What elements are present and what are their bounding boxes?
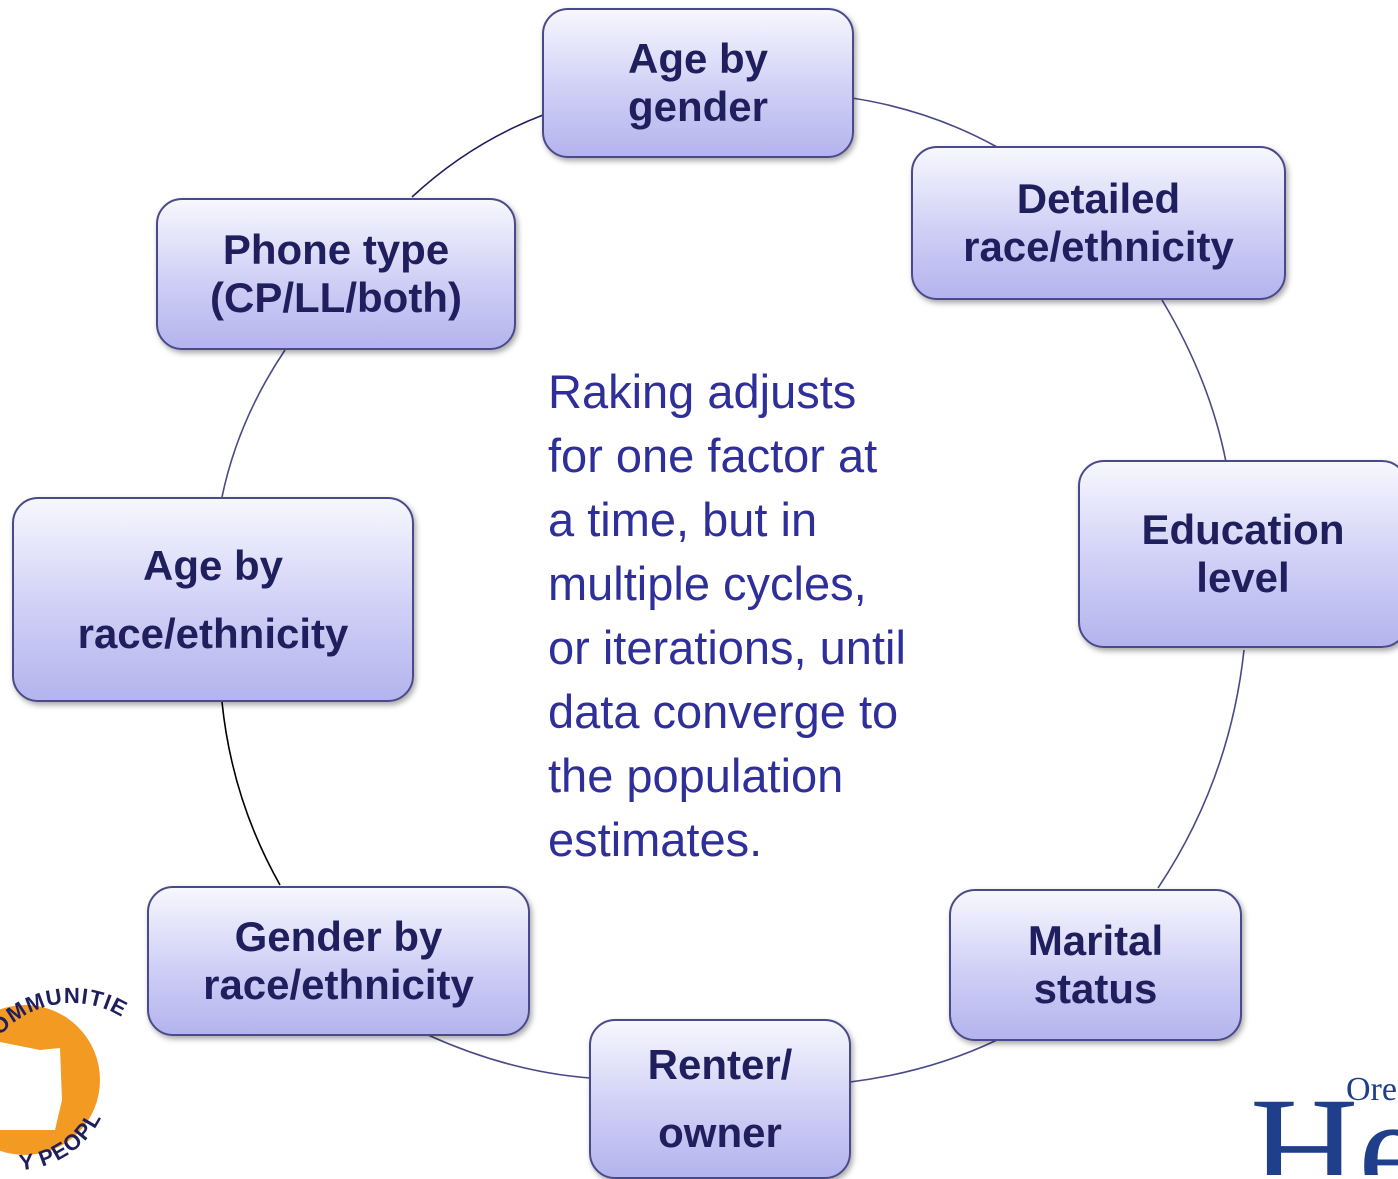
node-age-by-race-ethnicity: Age by race/ethnicity bbox=[12, 497, 414, 702]
node-label: gender bbox=[627, 83, 769, 130]
explanation-line: multiple cycles, bbox=[548, 557, 867, 610]
node-label: Renter/ bbox=[647, 1041, 793, 1088]
node-label: (CP/LL/both) bbox=[210, 274, 462, 321]
node-phone-type: Phone type (CP/LL/both) bbox=[156, 198, 516, 350]
logo-small-text: Ore bbox=[1346, 1071, 1397, 1108]
node-label: Age by bbox=[142, 541, 284, 589]
node-age-by-gender: Age by gender bbox=[542, 8, 854, 158]
node-marital-status: Marital status bbox=[949, 889, 1242, 1041]
logo-big-text: He bbox=[1250, 1067, 1398, 1175]
node-label: Age by bbox=[627, 35, 769, 82]
node-label: Phone type bbox=[222, 226, 450, 273]
node-education-level: Education level bbox=[1078, 460, 1398, 648]
arc-renter-to-gender bbox=[427, 1034, 591, 1079]
node-label: Education bbox=[1141, 506, 1345, 553]
node-label: status bbox=[1033, 965, 1158, 1012]
node-label: Gender by bbox=[234, 913, 443, 960]
arc-age-race-to-phone bbox=[221, 349, 286, 498]
oregon-health-logo: He Ore bbox=[1250, 1067, 1398, 1175]
explanation-line: the population bbox=[548, 749, 844, 802]
healthy-communities-logo: COMMUNITIES Y PEOPLE bbox=[0, 930, 131, 1175]
arc-phone-to-age-gender bbox=[411, 114, 544, 198]
explanation-line: or iterations, until bbox=[548, 621, 906, 674]
node-detailed-race-ethnicity: Detailed race/ethnicity bbox=[911, 146, 1286, 300]
state-shape bbox=[0, 1042, 62, 1130]
node-label: race/ethnicity bbox=[77, 609, 349, 657]
explanation-line: data converge to bbox=[548, 685, 899, 738]
explanation-line: estimates. bbox=[548, 813, 763, 866]
explanation-line: for one factor at bbox=[548, 429, 878, 482]
node-label: level bbox=[1196, 554, 1290, 601]
arc-education-to-marital bbox=[1157, 649, 1245, 889]
node-label: Detailed bbox=[1016, 175, 1181, 222]
node-renter-owner: Renter/ owner bbox=[589, 1019, 851, 1179]
arc-gender-to-age-race bbox=[221, 701, 281, 886]
raking-explanation: Raking adjusts for one factor at a time,… bbox=[548, 360, 988, 872]
arc-detailed-to-education bbox=[1161, 299, 1227, 463]
node-label: Marital bbox=[1027, 917, 1164, 964]
arc-age-gender-to-detailed bbox=[851, 97, 998, 148]
explanation-line: Raking adjusts bbox=[548, 365, 857, 418]
node-label: owner bbox=[658, 1109, 782, 1156]
node-label: race/ethnicity bbox=[963, 223, 1234, 270]
explanation-line: a time, but in bbox=[548, 493, 818, 546]
node-label: race/ethnicity bbox=[203, 961, 474, 1008]
arc-marital-to-renter bbox=[849, 1039, 998, 1083]
node-gender-by-race-ethnicity: Gender by race/ethnicity bbox=[147, 886, 530, 1036]
